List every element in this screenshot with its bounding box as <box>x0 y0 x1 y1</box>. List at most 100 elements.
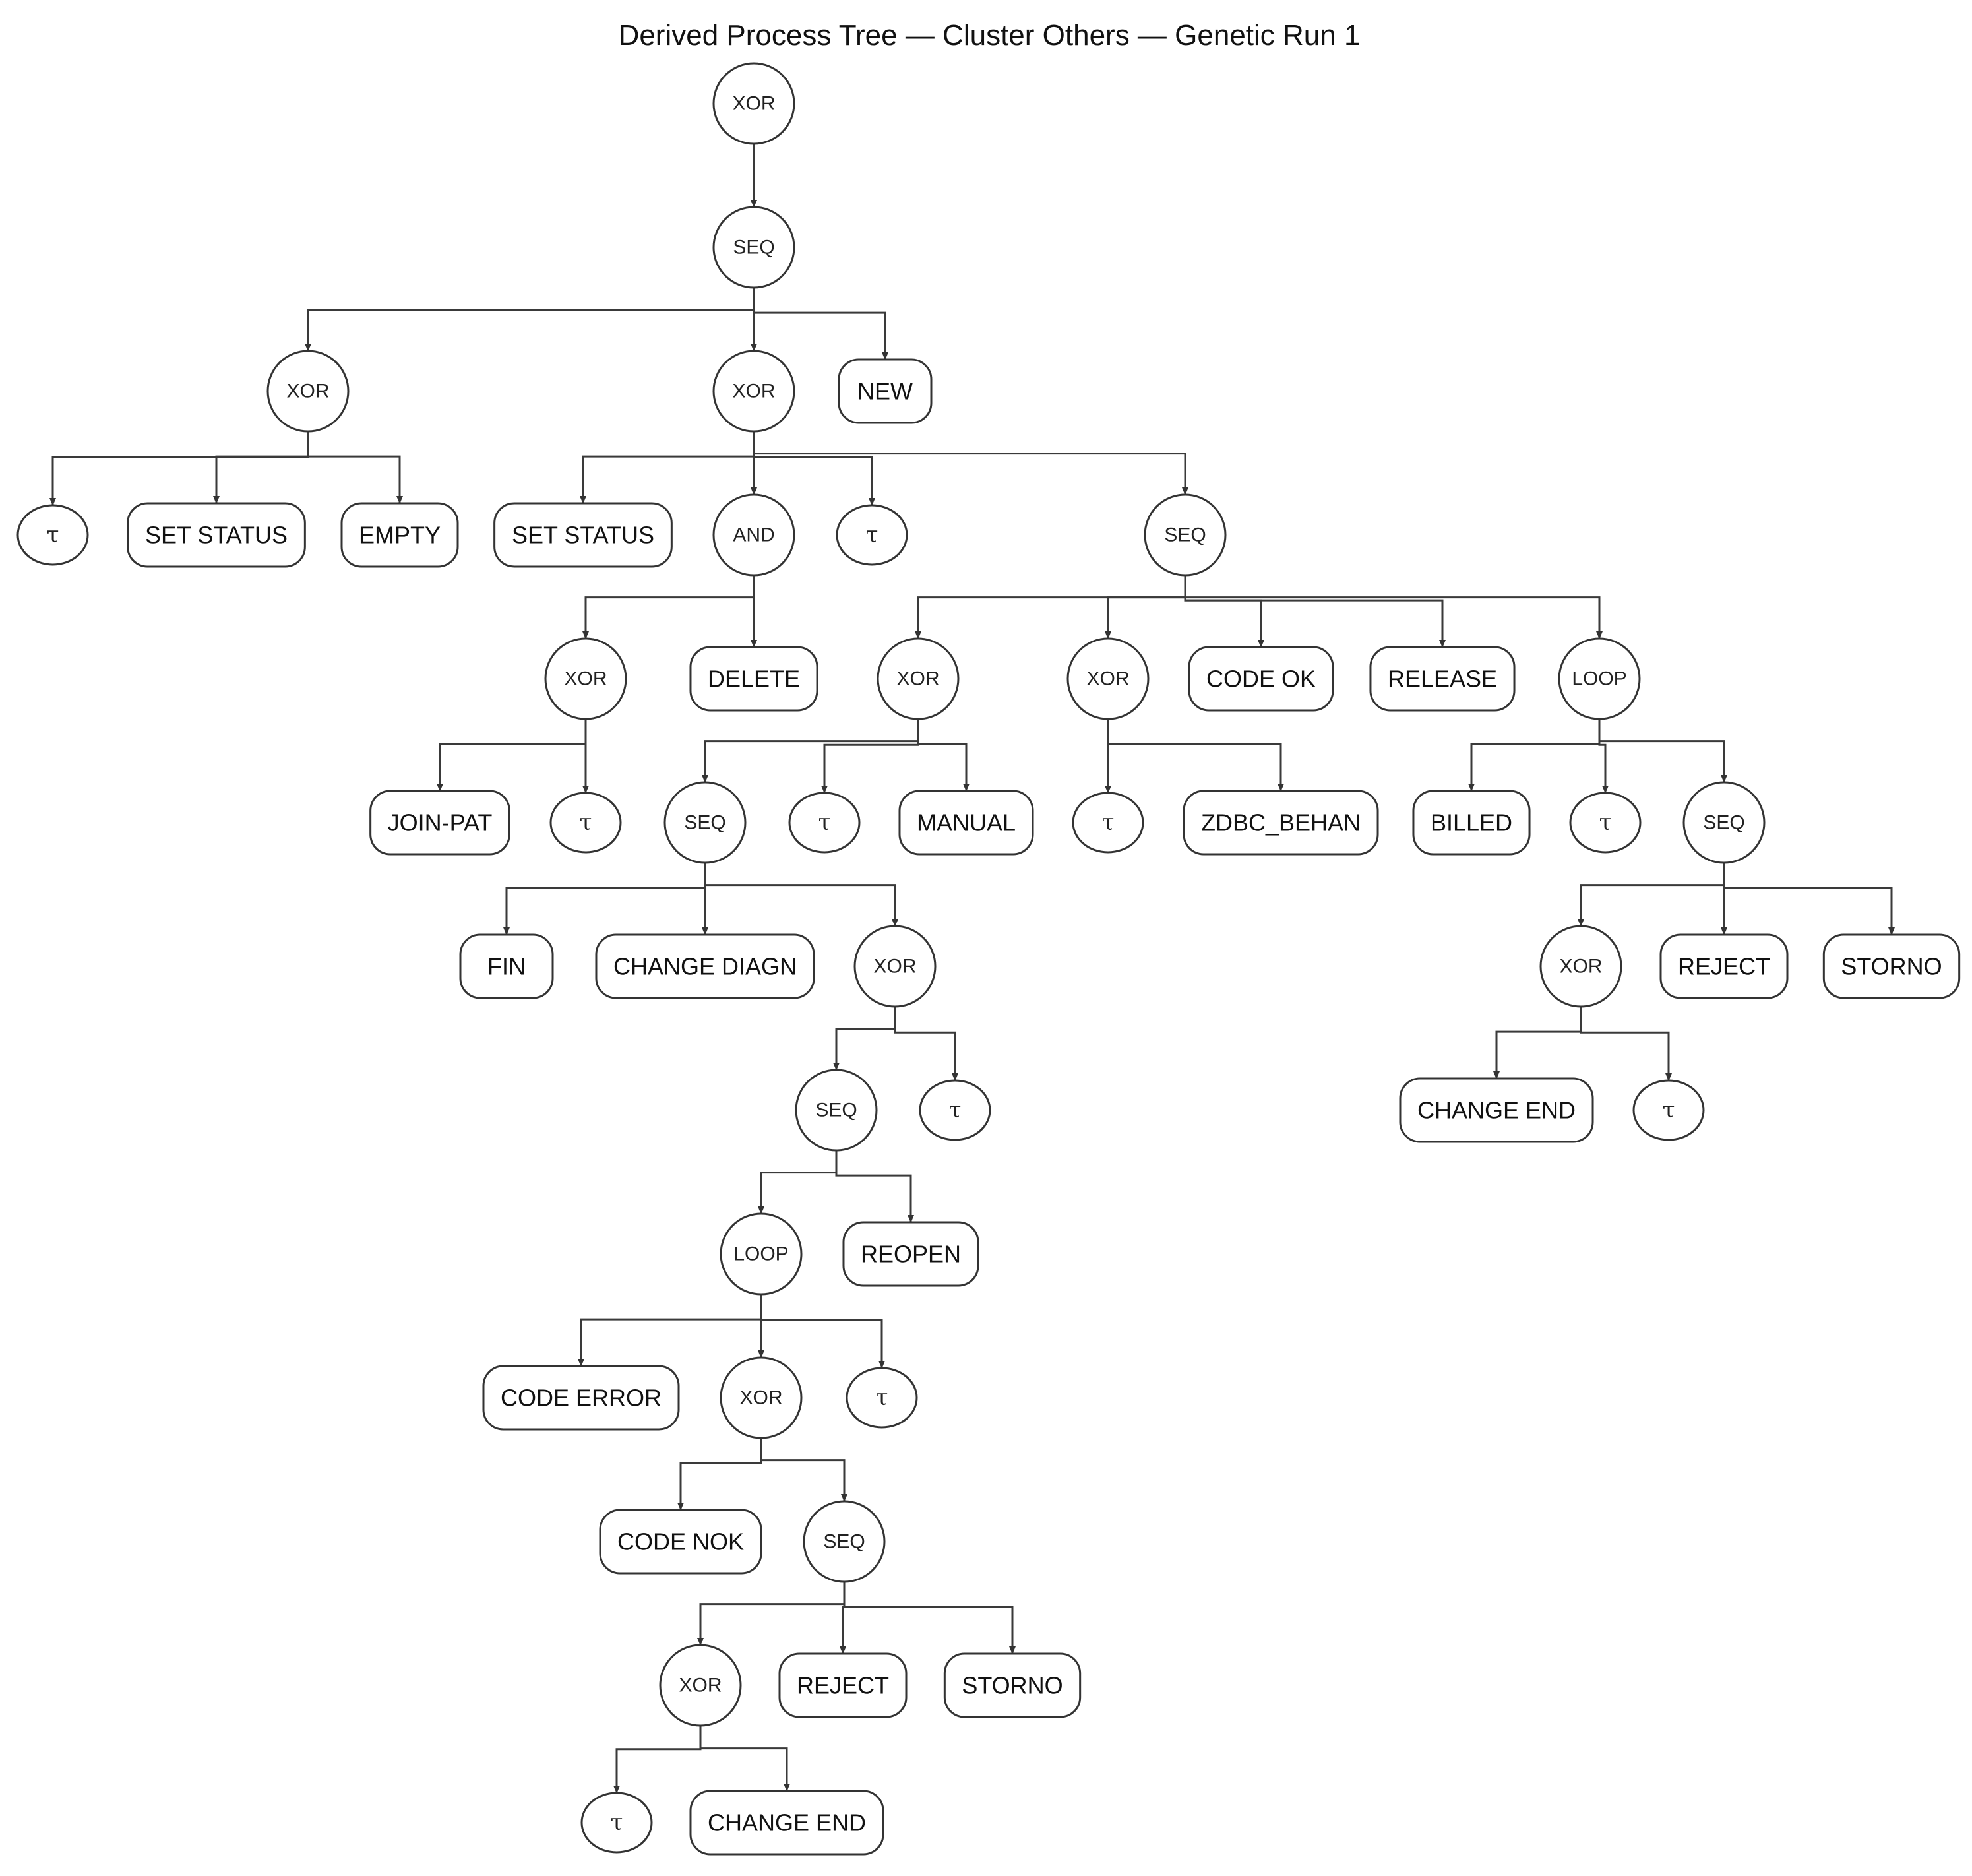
operator-node-xor: XOR <box>712 350 795 433</box>
operator-node-and: AND <box>712 493 795 577</box>
activity-node-code-nok: CODE NOK <box>599 1509 762 1575</box>
activity-node-label: DELETE <box>708 666 800 693</box>
edge-n43-to-n45 <box>677 1435 762 1511</box>
edge-n33-to-n39 <box>1580 1004 1672 1081</box>
activity-node-label: REJECT <box>1678 953 1770 980</box>
tau-node-shape <box>580 1792 653 1854</box>
operator-node-xor: XOR <box>877 637 960 720</box>
operator-node-xor: XOR <box>720 1356 803 1439</box>
operator-node-label: XOR <box>732 381 775 402</box>
tau-node-tau: τ <box>788 792 861 854</box>
operator-node-seq: SEQ <box>803 1500 886 1583</box>
operator-node-seq: SEQ <box>795 1069 878 1152</box>
activity-node-shape <box>943 1652 1082 1718</box>
activity-node-label: REJECT <box>797 1672 889 1699</box>
activity-node-label: STORNO <box>962 1672 1063 1699</box>
activity-node-label: CODE NOK <box>617 1528 744 1555</box>
tau-node-label: τ <box>876 1385 888 1411</box>
activity-node-shape <box>1188 646 1334 712</box>
operator-node-shape <box>853 925 937 1008</box>
tau-node-shape <box>836 504 908 566</box>
tau-node-shape <box>549 792 622 854</box>
edge-n16-to-n26 <box>1107 716 1284 792</box>
activity-node-shape <box>369 790 510 856</box>
tau-node-label: τ <box>1102 809 1115 836</box>
operator-node-shape <box>659 1644 742 1727</box>
operator-node-shape <box>1682 781 1766 864</box>
tau-node-shape <box>788 792 861 854</box>
edge-n13-to-n20 <box>437 716 587 792</box>
edge-n3-to-n6 <box>49 429 309 506</box>
operator-node-xor: XOR <box>266 350 350 433</box>
operator-node-label: XOR <box>873 956 916 978</box>
operator-node-xor: XOR <box>544 637 627 720</box>
operator-node-label: XOR <box>732 93 775 115</box>
edge-n10-to-n13 <box>582 573 755 639</box>
operator-node-seq: SEQ <box>1144 493 1227 577</box>
activity-node-shape <box>842 1221 979 1287</box>
activity-node-shape <box>778 1652 908 1718</box>
edge-n32-to-n36 <box>833 1004 896 1071</box>
activity-node-label: MANUAL <box>917 809 1016 836</box>
edge-n12-to-n17 <box>1184 573 1264 648</box>
operator-node-label: XOR <box>1559 956 1602 978</box>
activity-node-label: REOPEN <box>861 1241 961 1268</box>
operator-node-label: XOR <box>1086 668 1129 690</box>
edge-n4-to-n12 <box>753 429 1188 495</box>
operator-node-xor: XOR <box>1539 925 1622 1008</box>
activity-node-label: FIN <box>487 953 526 980</box>
activity-node-label: SET STATUS <box>145 522 288 549</box>
operator-node-label: SEQ <box>1164 524 1206 546</box>
tau-node-label: τ <box>866 522 878 548</box>
edge-n47-to-n51 <box>699 1723 790 1792</box>
operator-node-shape <box>720 1212 803 1296</box>
operator-node-label: XOR <box>739 1387 782 1409</box>
edge-n40-to-n42 <box>578 1292 762 1367</box>
tau-node-shape <box>1569 792 1642 854</box>
tau-node-label: τ <box>949 1097 962 1123</box>
activity-node-delete: DELETE <box>689 646 818 712</box>
edge-n12-to-n16 <box>1105 573 1186 639</box>
activity-node-storno: STORNO <box>943 1652 1082 1718</box>
operator-node-shape <box>544 637 627 720</box>
edge-n15-to-n24 <box>917 716 970 792</box>
edge-n43-to-n46 <box>760 1435 847 1502</box>
operator-node-shape <box>1558 637 1641 720</box>
tau-node-tau: τ <box>846 1367 918 1429</box>
edge-n40-to-n44 <box>760 1292 885 1369</box>
edge-n4-to-n9 <box>580 429 755 504</box>
tau-node-shape <box>1632 1079 1705 1141</box>
operator-node-label: LOOP <box>733 1243 788 1265</box>
operator-node-xor: XOR <box>712 62 795 145</box>
operator-node-label: AND <box>733 524 774 546</box>
activity-node-label: CHANGE END <box>1417 1097 1576 1124</box>
activity-node-code-ok: CODE OK <box>1188 646 1334 712</box>
operator-node-shape <box>712 350 795 433</box>
operator-node-shape <box>795 1069 878 1152</box>
edge-n3-to-n8 <box>307 429 403 504</box>
activity-node-join-pat: JOIN-PAT <box>369 790 510 856</box>
activity-node-shape <box>1183 790 1379 856</box>
activity-node-shape <box>838 358 933 424</box>
edge-n36-to-n40 <box>758 1148 838 1214</box>
edge-n46-to-n47 <box>697 1579 846 1646</box>
activity-node-zdbc-behan: ZDBC_BEHAN <box>1183 790 1379 856</box>
activity-node-empty: EMPTY <box>340 502 459 568</box>
operator-node-shape <box>720 1356 803 1439</box>
edge-n12-to-n19 <box>1184 573 1603 639</box>
operator-node-xor: XOR <box>659 1644 742 1727</box>
operator-node-loop: LOOP <box>720 1212 803 1296</box>
operator-node-label: XOR <box>896 668 939 690</box>
tau-node-label: τ <box>47 522 59 548</box>
activity-node-release: RELEASE <box>1369 646 1516 712</box>
operator-node-label: XOR <box>564 668 607 690</box>
edge-n4-to-n11 <box>753 429 875 506</box>
activity-node-label: CODE ERROR <box>501 1385 662 1412</box>
activity-node-shape <box>689 646 818 712</box>
diagram-title: Derived Process Tree — Cluster Others — … <box>619 19 1361 51</box>
tau-node-tau: τ <box>1632 1079 1705 1141</box>
operator-node-seq: SEQ <box>663 781 747 864</box>
tau-node-tau: τ <box>580 1792 653 1854</box>
activity-node-shape <box>599 1509 762 1575</box>
activity-node-shape <box>127 502 306 568</box>
